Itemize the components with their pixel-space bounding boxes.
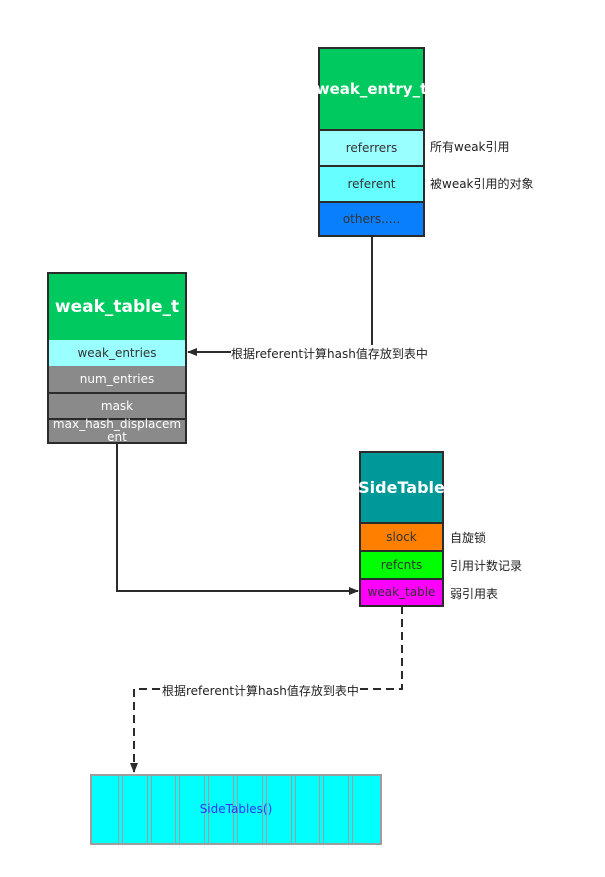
side-table-slot-divider [348, 776, 354, 843]
side-tables-array: SideTables() [90, 774, 382, 845]
note-referrers: 所有weak引用 [430, 140, 510, 154]
side-table-slot-divider [290, 776, 296, 843]
side-table-slot-divider [204, 776, 210, 843]
side-table-slot-divider [146, 776, 152, 843]
edge-table-to-sidetable [116, 444, 359, 595]
note-refcnts: 引用计数记录 [450, 559, 523, 573]
side-table-title: SideTable [358, 453, 445, 522]
weak-entry-t-title: weak_entry_t [316, 49, 427, 129]
side-table-slot-divider [233, 776, 238, 843]
note-referent: 被weak引用的对象 [430, 177, 534, 191]
edge-label-entry-to-table: 根据referent计算hash值存放到表中 [231, 345, 428, 362]
field-others: others..... [320, 201, 423, 235]
weak-table-t-title: weak_table_t [49, 274, 185, 340]
side-table-slot-divider [319, 776, 325, 843]
field-num-entries: num_entries [49, 366, 185, 392]
note-weak-table: 弱引用表 [450, 587, 499, 601]
side-table-slot-divider [117, 776, 123, 843]
field-mask: mask [49, 392, 185, 418]
field-weak-table: weak_table [361, 578, 442, 605]
field-max-hash-displacement: max_hash_displacement [49, 418, 185, 444]
side-table-box: SideTable slock refcnts weak_table [358, 451, 445, 607]
side-tables-label: SideTables() [199, 802, 273, 816]
weak-entry-t-box: weak_entry_t referrers referent others..… [316, 47, 427, 237]
field-slock: slock [361, 522, 442, 550]
field-refcnts: refcnts [361, 550, 442, 578]
field-weak-entries: weak_entries [49, 340, 185, 366]
edge-entry-to-table [187, 236, 373, 356]
field-referent: referent [320, 165, 423, 201]
edge-label-side-to-tables: 根据referent计算hash值存放到表中 [162, 682, 359, 699]
field-referrers: referrers [320, 129, 423, 165]
note-slock: 自旋锁 [450, 531, 487, 545]
side-table-slot-divider [261, 776, 267, 843]
weak-table-t-box: weak_table_t weak_entries num_entries ma… [47, 272, 187, 444]
side-table-slot-divider [175, 776, 181, 843]
edge-sidetable-to-sidetables [130, 606, 403, 773]
